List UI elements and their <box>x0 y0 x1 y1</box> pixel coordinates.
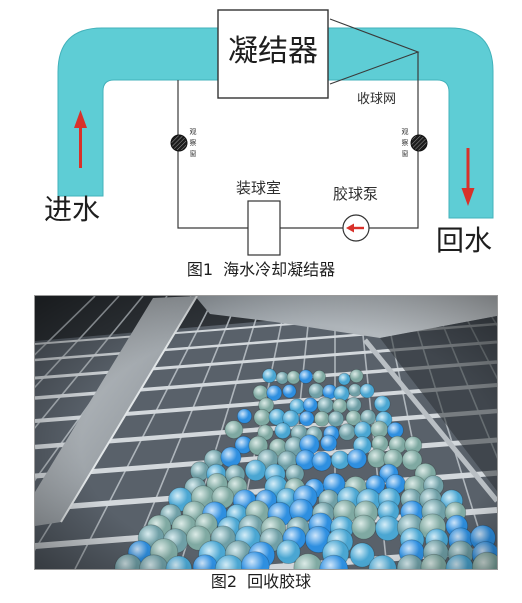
recovered-balls-photo-canvas <box>35 296 497 569</box>
ball-chamber-label: 装球室 <box>236 179 282 197</box>
outlet-pipe <box>327 27 494 219</box>
figure-2-caption-number: 图2 <box>210 572 238 591</box>
ball-chamber-box <box>247 200 281 256</box>
condenser-box <box>217 9 329 99</box>
sight-glass-right <box>410 134 428 152</box>
ball-circuit-line-left <box>177 80 248 229</box>
inlet-pipe <box>57 27 219 197</box>
pump-arrow-head <box>346 223 354 233</box>
recovered-balls-photo <box>34 295 498 570</box>
condenser-label: 凝结器 <box>228 34 318 69</box>
ball-net-label: 收球网 <box>357 92 397 107</box>
inlet-arrow-shaft <box>79 124 82 168</box>
ball-circuit-line-right <box>369 52 419 229</box>
sight-glass-right-label: 观察窗 <box>401 128 409 161</box>
outlet-arrow-shaft <box>466 148 470 190</box>
outlet-label: 回水 <box>436 224 493 257</box>
figure-1-caption: 图1 海水冷却凝结器 <box>0 262 522 278</box>
inlet-label: 进水 <box>44 193 101 226</box>
condenser-diagram: 凝结器 收球网 观察窗 观察窗 装球室 胶球泵 进水 回水 <box>0 0 522 262</box>
sight-glass-left-label: 观察窗 <box>189 128 197 161</box>
sight-glass-left <box>170 134 188 152</box>
ball-pump-label: 胶球泵 <box>333 185 379 203</box>
inlet-arrow-head <box>74 110 87 128</box>
figure-1-caption-text: 海水冷却凝结器 <box>223 260 336 279</box>
outlet-arrow-head <box>461 188 475 206</box>
figure-1-caption-number: 图1 <box>186 260 214 279</box>
figure-2-caption: 图2 回收胶球 <box>0 574 522 590</box>
photo-vignette <box>35 296 497 569</box>
condenser-diagram-canvas <box>57 9 494 256</box>
figure-2-caption-text: 回收胶球 <box>247 572 312 591</box>
